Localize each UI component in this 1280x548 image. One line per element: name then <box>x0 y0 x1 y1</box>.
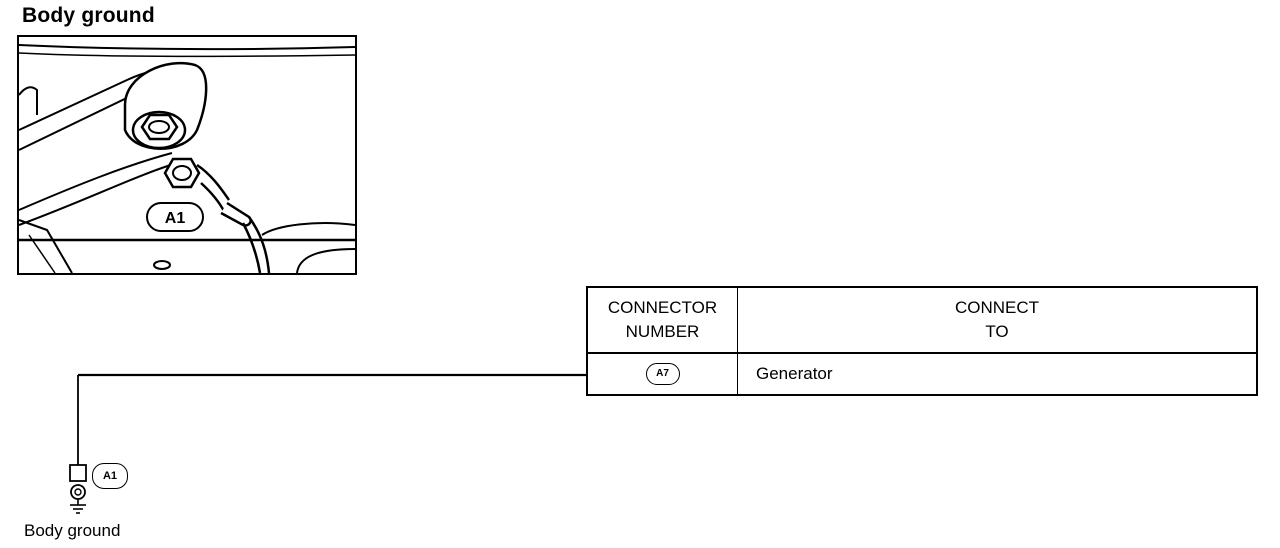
ground-eyelet-outer <box>70 484 86 500</box>
connector-table: CONNECTOR NUMBER CONNECT TO A7 Generator <box>586 286 1258 396</box>
photo-callout: A1 <box>165 210 186 227</box>
body-ground-illustration: A1 <box>17 35 357 275</box>
ground-label: Body ground <box>24 521 121 540</box>
header-connect-to: CONNECT TO <box>738 288 1256 354</box>
connector-badge: A7 <box>645 363 680 385</box>
page-title: Body ground <box>22 4 155 27</box>
table-row-connector: A7 <box>588 354 738 394</box>
ground-connector-label: A1 <box>92 463 128 489</box>
ground-connector-square <box>69 464 87 482</box>
table-row-connect-to: Generator <box>756 364 833 383</box>
ground-eyelet-inner <box>74 488 82 496</box>
header-connector-number: CONNECTOR NUMBER <box>588 288 738 354</box>
